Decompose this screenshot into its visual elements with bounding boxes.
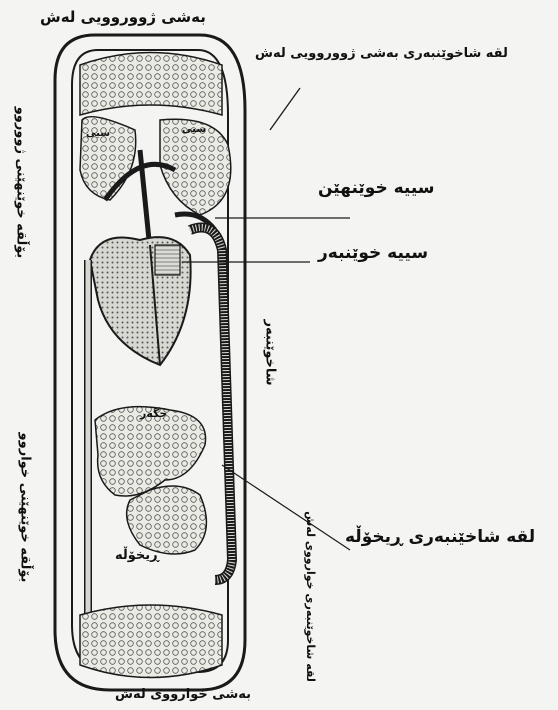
label-vein-upper: بۆڵقە خوێنهێنی ژووروو xyxy=(13,107,28,259)
intestine xyxy=(127,486,207,554)
right-atrium xyxy=(155,245,180,275)
label-lung-right: سیی xyxy=(182,124,206,135)
label-intestine: ڕیخۆڵە xyxy=(115,548,159,563)
upper-body-tissue xyxy=(80,53,222,116)
label-aorta: شاخوێنبەر xyxy=(263,319,278,385)
pointer-intestine-branch xyxy=(222,465,350,550)
liver xyxy=(95,407,206,496)
lower-body-tissue xyxy=(80,605,222,678)
label-lower-branch: لقە شاخوێنبەری خوارووی لەش xyxy=(304,511,317,682)
label-pulmonary-artery: سییە خوێنبەر xyxy=(318,243,428,263)
label-intestine-branch: لقە شاخێنبەری ڕیخۆڵە xyxy=(345,527,535,547)
label-lung-left: سیی xyxy=(86,128,110,139)
pointer-top-capillary xyxy=(270,88,300,130)
label-top-capillary: لقە شاخوێنبەری بەشی ژووروویی لەش xyxy=(255,46,508,61)
label-vein-lower: بۆڵقە خوێنهێنی خواروو xyxy=(17,433,32,583)
label-bottom-body: بەشی خوارووی لەش xyxy=(115,687,251,702)
label-liver: جگەر xyxy=(140,407,167,420)
label-pulmonary-vein: سییە خوێنهێن xyxy=(318,178,435,198)
label-top-body: بەشی ژووروویی لەش xyxy=(40,8,206,26)
